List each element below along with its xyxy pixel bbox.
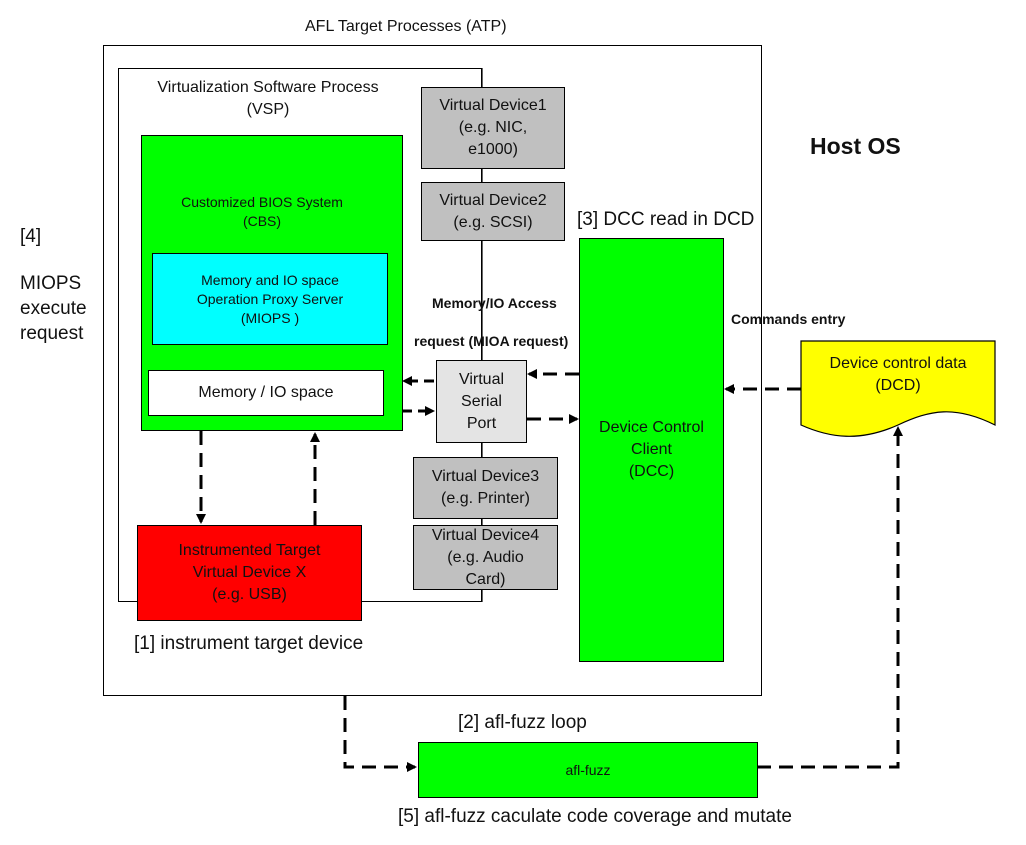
arrow-aflfuzz-to-dcd	[757, 426, 903, 769]
cbs-label: Customized BIOS System (CBS)	[141, 193, 383, 231]
serial-port-line3: Port	[466, 414, 497, 432]
target-device-line1: Instrumented Target	[178, 542, 321, 559]
step4-line3: request	[20, 323, 84, 344]
serial-port-line2: Serial	[461, 392, 502, 410]
mioa-label-line2: request (MIOA request)	[414, 333, 569, 349]
dcc-label-line3: (DCC)	[628, 463, 675, 480]
virtual-device-1-line2: (e.g. NIC,	[458, 119, 528, 136]
instrumented-target-device[interactable]: Instrumented Target Virtual Device X (e.…	[137, 525, 362, 621]
vsp-label-line2: (VSP)	[246, 101, 290, 118]
miops-label-line2: Operation Proxy Server	[196, 290, 344, 307]
step1-annotation: [1] instrument target device	[134, 633, 364, 654]
dcc-label-line2: Client	[631, 441, 672, 458]
vsp-label: Virtualization Software Process (VSP)	[118, 77, 418, 121]
virtual-device-4-line1: Virtual Device4	[431, 526, 540, 544]
virtual-device-2-line2: (e.g. SCSI)	[453, 213, 533, 231]
commands-entry-label: Commands entry	[731, 311, 846, 327]
step5-annotation: [5] afl-fuzz caculate code coverage and …	[398, 806, 792, 827]
miops-label-line3: (MIOPS )	[240, 309, 300, 326]
virtual-device-4-line2: (e.g. Audio	[447, 548, 524, 566]
step3-annotation: [3] DCC read in DCD	[577, 209, 755, 230]
atp-title: AFL Target Processes (ATP)	[305, 18, 507, 35]
dcc-box[interactable]: Device Control Client (DCC)	[579, 238, 724, 662]
virtual-device-1-line3: e1000)	[468, 141, 518, 158]
step4-line2: execute	[20, 298, 87, 319]
virtual-device-1[interactable]: Virtual Device1 (e.g. NIC, e1000)	[421, 87, 565, 169]
virtual-device-4-line3: Card)	[465, 570, 506, 588]
serial-port-line1: Virtual	[458, 370, 505, 388]
target-device-line3: (e.g. USB)	[212, 586, 287, 603]
miops-box[interactable]: Memory and IO space Operation Proxy Serv…	[152, 253, 388, 345]
virtual-device-3-line1: Virtual Device3	[431, 468, 540, 485]
virtual-serial-port[interactable]: Virtual Serial Port	[436, 360, 527, 443]
virtual-device-4[interactable]: Virtual Device4 (e.g. Audio Card)	[413, 525, 558, 590]
step4-line1: MIOPS	[20, 273, 82, 294]
dcd-label-line2: (DCD)	[875, 377, 921, 394]
afl-fuzz-label: afl-fuzz	[565, 761, 611, 778]
miops-label-line1: Memory and IO space	[201, 271, 339, 288]
virtual-device-1-line1: Virtual Device1	[439, 97, 547, 114]
vsp-label-line1: Virtualization Software Process	[157, 79, 379, 96]
dcd-label-line1: Device control data	[829, 355, 967, 372]
cbs-label-line1: Customized BIOS System	[181, 194, 343, 210]
cbs-label-line2: (CBS)	[242, 213, 282, 229]
afl-fuzz-box[interactable]: afl-fuzz	[418, 742, 758, 798]
memory-io-label: Memory / IO space	[198, 384, 334, 401]
atp-container	[103, 45, 762, 696]
target-device-line2: Virtual Device X	[192, 564, 307, 581]
virtual-device-2[interactable]: Virtual Device2 (e.g. SCSI)	[421, 182, 565, 241]
memory-io-box[interactable]: Memory / IO space	[148, 370, 384, 416]
virtual-device-3-line2: (e.g. Printer)	[441, 490, 530, 507]
dcc-label-line1: Device Control	[599, 419, 704, 436]
virtual-device-3[interactable]: Virtual Device3 (e.g. Printer)	[413, 457, 558, 519]
mioa-label-line1: Memory/IO Access	[432, 295, 557, 311]
step4-number: [4]	[20, 226, 42, 247]
host-os-label: Host OS	[810, 133, 901, 159]
step2-annotation: [2] afl-fuzz loop	[458, 712, 587, 733]
virtual-device-2-line1: Virtual Device2	[439, 191, 547, 209]
dcd-box[interactable]: Device control data (DCD)	[801, 353, 995, 397]
arrow-atp-to-aflfuzz	[343, 696, 417, 772]
step4-annotation: MIOPS execute request	[20, 271, 87, 346]
